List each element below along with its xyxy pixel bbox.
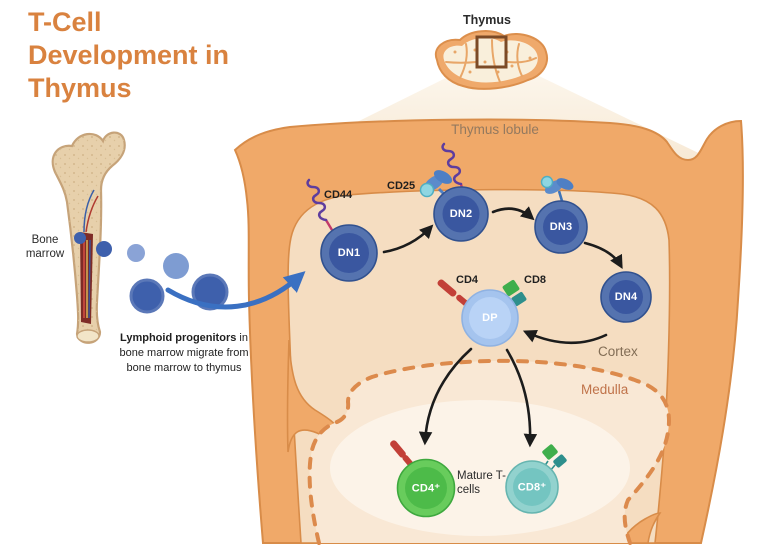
- dn1-cell-label: DN1: [337, 247, 361, 259]
- caption-bold: Lymphoid progenitors: [120, 332, 237, 344]
- dn2-cell-label: DN2: [449, 208, 473, 220]
- medulla-label: Medulla: [581, 382, 629, 397]
- dp-cell: [461, 289, 519, 347]
- migration-arrow: [165, 271, 306, 310]
- cd25-label: CD25: [387, 180, 416, 192]
- dn3-cell-label: DN3: [549, 221, 573, 233]
- dn3-cell: [534, 200, 588, 254]
- migration-caption: Lymphoid progenitors in bone marrow migr…: [108, 331, 260, 376]
- dp-cell-label: DP: [482, 312, 498, 324]
- magnifier-box-icon: [475, 35, 508, 69]
- cd4-label: CD4: [456, 274, 479, 286]
- cd8-label: CD8: [524, 274, 547, 286]
- cd44-label: CD44: [324, 189, 353, 201]
- cd8-mature-cell: [505, 460, 559, 514]
- bone-marrow-label: Bone marrow: [25, 234, 65, 261]
- bone-icon: [51, 131, 126, 344]
- arrow-dn3-dn4: [583, 241, 623, 269]
- dn4-cell: [600, 271, 652, 323]
- mature-tcells-label: Mature T-cells: [457, 470, 506, 497]
- arrow-dn4-dp: [522, 330, 608, 345]
- cd25-receptor-dn3-icon: [540, 175, 574, 202]
- arrow-dn1-dn2: [382, 224, 434, 254]
- cd8-cell-label: CD8⁺: [517, 481, 547, 494]
- lobule-right-septum: [618, 512, 662, 544]
- stage-arrows: [382, 206, 623, 448]
- arrow-dp-cd8: [505, 348, 538, 448]
- page-title: T-Cell Development in Thymus: [28, 7, 230, 103]
- arrow-dn2-dn3: [491, 206, 535, 221]
- cd4-cell-label: CD4⁺: [411, 482, 441, 495]
- thymus-label: Thymus: [463, 13, 511, 27]
- caption-rest: in bone marrow migrate from bone marrow …: [119, 332, 249, 374]
- cd44-receptor-icon: [306, 178, 334, 231]
- thymus-icon: [434, 30, 548, 90]
- cd4-mature-cell: [396, 458, 456, 518]
- dn2-cell: [433, 186, 489, 242]
- dn1-cell: [320, 224, 378, 282]
- migrating-progenitor-cells: [74, 232, 229, 314]
- dn4-cell-label: DN4: [614, 291, 638, 303]
- thymus-lobule-label: Thymus lobule: [451, 122, 539, 137]
- arrow-dp-cd4: [418, 347, 473, 446]
- cortex-label: Cortex: [598, 344, 638, 359]
